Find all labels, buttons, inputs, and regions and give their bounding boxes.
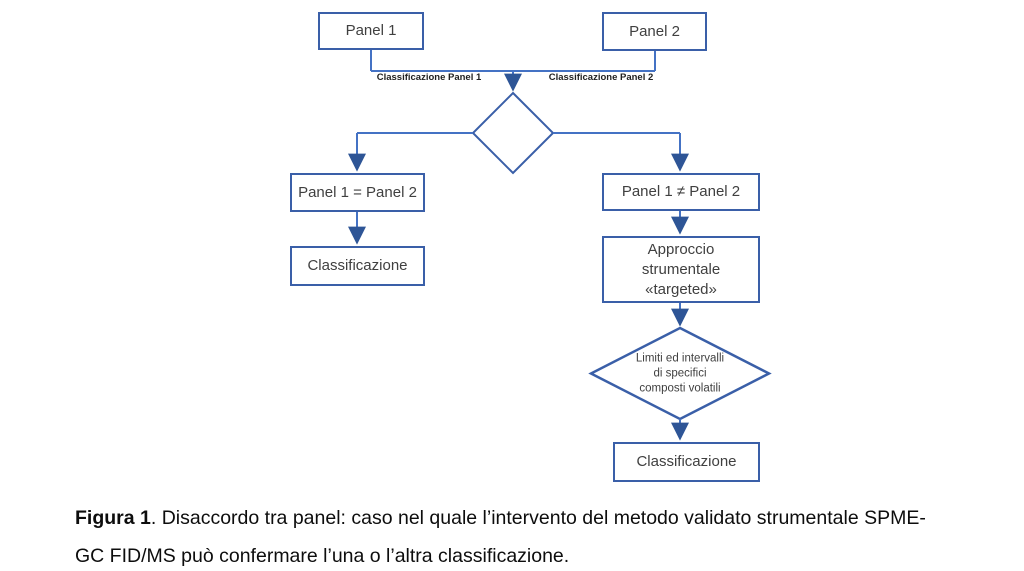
figure-caption: Figura 1. Disaccordo tra panel: caso nel… bbox=[75, 499, 975, 571]
flowchart-box-classification-right: Classificazione bbox=[613, 442, 760, 482]
caption-line-1-text: . Disaccordo tra panel: caso nel quale l… bbox=[150, 507, 926, 529]
flowchart-box-panel-1: Panel 1 bbox=[318, 12, 424, 50]
caption-line-1: Figura 1. Disaccordo tra panel: caso nel… bbox=[75, 499, 975, 537]
decision-diamond-icon bbox=[471, 91, 555, 175]
caption-figure-label: Figura 1 bbox=[75, 507, 151, 529]
flowchart-box-panel-2: Panel 2 bbox=[602, 12, 707, 51]
edge-label-classificazione-panel-2: Classificazione Panel 2 bbox=[548, 72, 654, 83]
flowchart-box-classification-left: Classificazione bbox=[290, 246, 425, 286]
flowchart-box-panels-not-equal: Panel 1 ≠ Panel 2 bbox=[602, 173, 760, 211]
caption-line-2: GC FID/MS può confermare l’una o l’altra… bbox=[75, 545, 570, 567]
flowchart-diamond-limits-text: Limiti ed intervalli di specifici compos… bbox=[635, 352, 725, 395]
edge-label-classificazione-panel-1: Classificazione Panel 1 bbox=[376, 72, 482, 83]
flowchart-box-panels-equal: Panel 1 = Panel 2 bbox=[290, 173, 425, 212]
flowchart-box-targeted-approach: Approccio strumentale «targeted» bbox=[602, 236, 760, 303]
